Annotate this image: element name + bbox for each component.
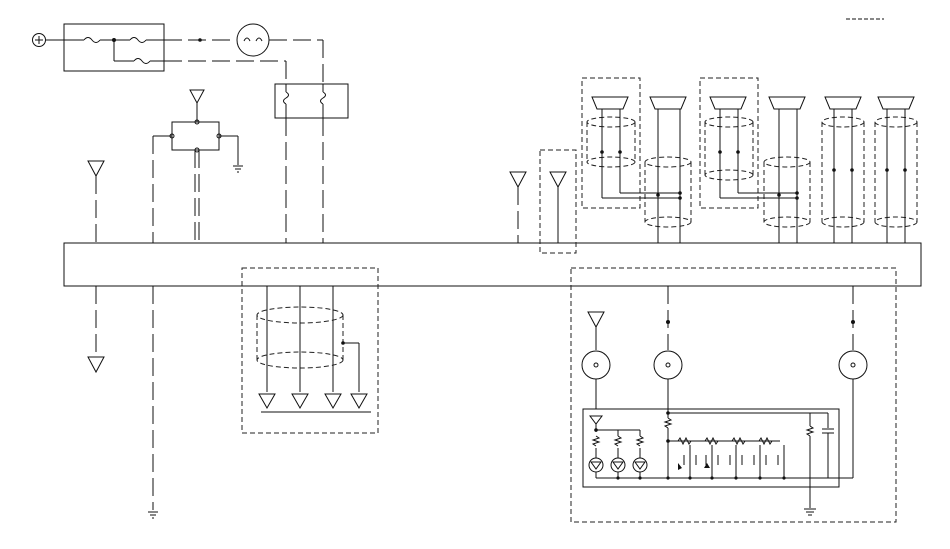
speaker-icon bbox=[877, 96, 915, 110]
ground-icon bbox=[148, 511, 158, 519]
antenna-icon bbox=[189, 89, 205, 122]
speaker-module-left bbox=[581, 77, 641, 209]
antenna-icon bbox=[549, 171, 567, 243]
relay-icon bbox=[581, 350, 611, 380]
ground-icon bbox=[804, 508, 816, 516]
led-icon bbox=[589, 415, 603, 425]
battery-plus-icon bbox=[32, 33, 46, 47]
speaker-icon bbox=[824, 96, 862, 110]
speaker-icon bbox=[768, 96, 806, 110]
speaker-icon bbox=[709, 96, 747, 110]
ground-icon bbox=[233, 165, 243, 173]
relay-icon bbox=[838, 350, 868, 380]
sensor-module bbox=[241, 267, 379, 434]
fuse-block bbox=[274, 83, 349, 119]
switch-icon bbox=[678, 445, 785, 478]
main-harness bbox=[63, 242, 922, 287]
antenna-icon bbox=[509, 171, 527, 243]
control-module bbox=[570, 267, 897, 523]
resistor-icon bbox=[591, 435, 645, 447]
relay-icon bbox=[653, 350, 683, 380]
antenna-icon bbox=[587, 311, 605, 350]
speaker-icon bbox=[591, 96, 629, 110]
antenna-module bbox=[539, 149, 577, 254]
relay-icon bbox=[236, 23, 270, 57]
fuse-icon bbox=[64, 37, 164, 64]
resistor-icon bbox=[677, 436, 773, 446]
circuit-board bbox=[582, 408, 840, 488]
antenna-icon bbox=[87, 356, 105, 374]
speaker-icon bbox=[649, 96, 687, 110]
antenna-icon bbox=[87, 160, 105, 243]
speaker-module-mid bbox=[699, 77, 759, 209]
switch-block bbox=[171, 121, 220, 151]
